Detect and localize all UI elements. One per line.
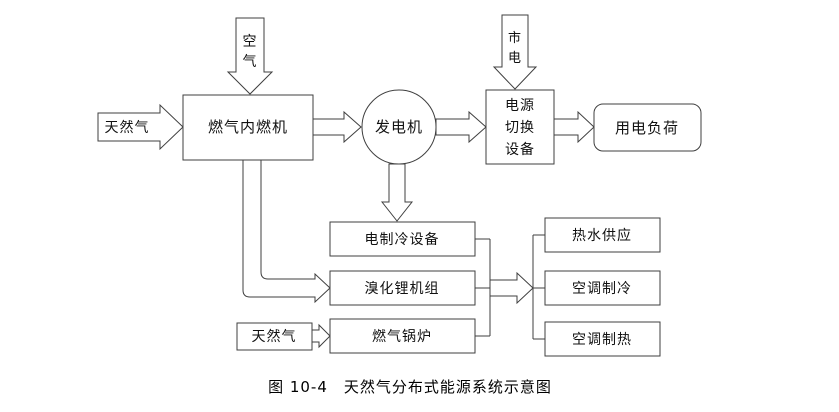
- libr-unit-label: 溴化锂机组: [365, 281, 440, 297]
- natural-gas-bottom-box: [236, 322, 313, 351]
- generator-label: 发电机: [375, 118, 423, 136]
- hot-water-label: 热水供应: [572, 227, 632, 244]
- distributor-bus-right: [532, 234, 545, 340]
- gas-boiler-label: 燃气锅炉: [372, 328, 432, 345]
- mains-label-line1: 市: [508, 30, 522, 46]
- power-switch-label-line3: 设备: [505, 141, 535, 158]
- ac-cooling-label: 空调制冷: [572, 281, 632, 297]
- gas-engine-box: [182, 94, 314, 161]
- natural-gas-bottom-arrow: [311, 323, 331, 349]
- mains-label-line2: 电: [508, 51, 522, 66]
- generator-to-chiller-arrow: [380, 163, 414, 222]
- natural-gas-left-label: 天然气: [105, 119, 150, 136]
- engine-to-generator-arrow: [312, 110, 362, 144]
- gas-engine-label: 燃气内燃机: [208, 118, 288, 136]
- mains-inlet-arrow: [492, 14, 538, 90]
- generator-to-switch-arrow: [435, 110, 487, 144]
- generator-circle: [361, 89, 437, 165]
- power-switch-label-line1: 电源: [505, 98, 535, 114]
- collector-bus-left: [475, 238, 491, 337]
- hot-water-box: [544, 217, 661, 253]
- switch-to-load-arrow: [553, 110, 595, 144]
- natural-gas-left-arrow: [97, 103, 184, 151]
- power-switch-box: [485, 89, 555, 165]
- electric-load-label: 用电负荷: [615, 119, 679, 137]
- ac-cooling-box: [544, 270, 661, 306]
- engine-to-libr-elbow-arrow: [242, 159, 331, 304]
- gas-boiler-box: [329, 318, 476, 354]
- electric-chiller-label: 电制冷设备: [365, 231, 440, 248]
- electric-load-box: [593, 103, 702, 152]
- electric-chiller-box: [329, 221, 476, 257]
- power-switch-label-line2: 切换: [505, 119, 535, 136]
- libr-unit-box: [329, 270, 476, 306]
- air-inlet-arrow: [226, 17, 274, 95]
- ac-heating-box: [544, 321, 661, 357]
- thermal-output-arrow: [489, 271, 534, 305]
- air-label-line2: 气: [243, 54, 258, 70]
- natural-gas-bottom-label: 天然气: [252, 328, 297, 345]
- figure-caption: 图 10-4 天然气分布式能源系统示意图: [268, 378, 552, 396]
- air-label-line1: 空: [243, 34, 258, 50]
- ac-heating-label: 空调制热: [572, 332, 632, 348]
